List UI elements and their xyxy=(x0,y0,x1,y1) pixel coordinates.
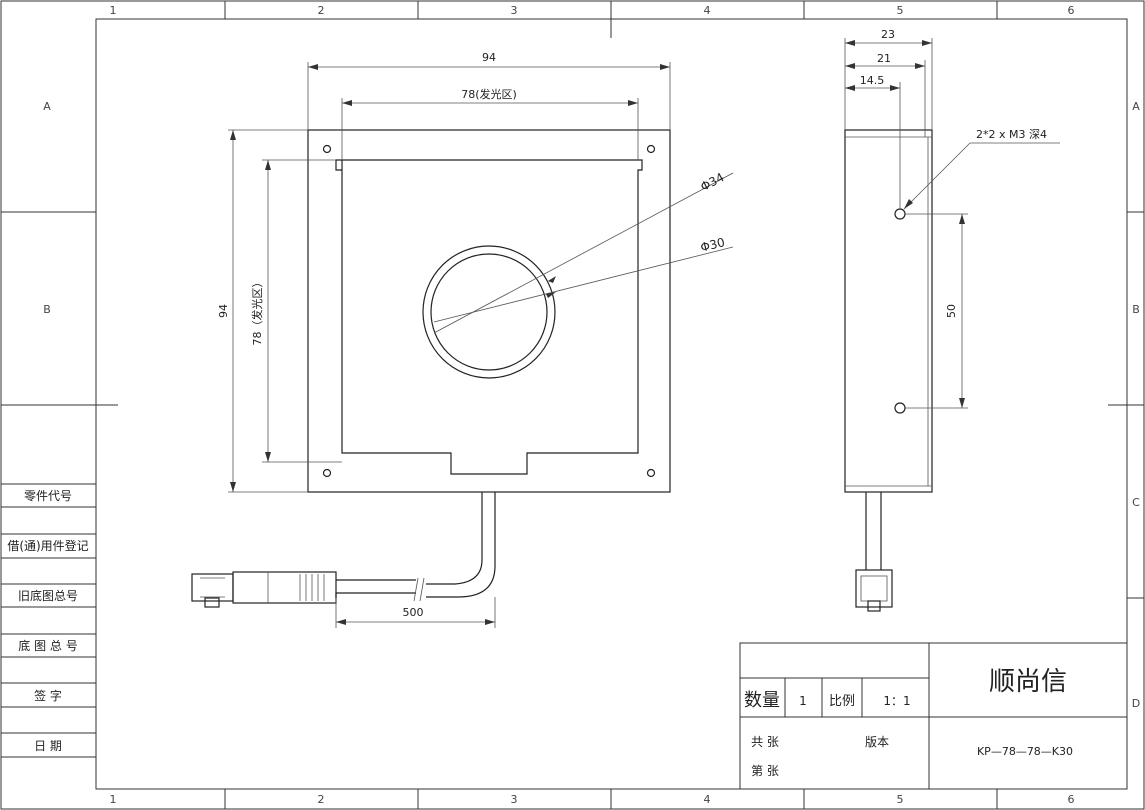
dim-front-width: 94 xyxy=(482,51,496,64)
zone-row-b-right: B xyxy=(1132,303,1140,316)
top-zone-strip: 1 2 3 4 5 6 xyxy=(110,1,1075,38)
hole-note: 2*2 x M3 深4 xyxy=(976,128,1047,141)
zone-row-a-right: A xyxy=(1132,100,1140,113)
side-view: 23 21 14.5 50 2*2 x M3 深4 xyxy=(844,28,1060,612)
front-emit-area xyxy=(335,159,643,475)
front-mount-hole-bl xyxy=(322,468,332,478)
quantity-value: 1 xyxy=(799,694,807,708)
dim-emit-width: 78(发光区) xyxy=(461,87,517,101)
zone-col-4-top: 4 xyxy=(704,4,711,17)
side-hole-top xyxy=(894,208,906,220)
side-label-old-base-number: 旧底图总号 xyxy=(18,588,78,603)
dim-hole-spacing: 50 xyxy=(945,304,958,318)
ring-outer-diameter xyxy=(422,245,556,379)
title-block: 顺尚信 数量 1 比例 1：1 共 张 版本 第 张 KP—78—78—K30 xyxy=(739,642,1128,790)
leader-inner-diameter xyxy=(433,246,734,323)
zone-col-6-bottom: 6 xyxy=(1068,793,1075,806)
zone-row-b-left: B xyxy=(43,303,51,316)
cable xyxy=(335,492,496,598)
leader-outer-diameter xyxy=(433,172,734,334)
quantity-label: 数量 xyxy=(744,690,780,711)
scale-value: 1：1 xyxy=(883,694,910,708)
cable-connector xyxy=(191,571,337,608)
side-label-base-number: 底 图 总 号 xyxy=(18,638,77,653)
zone-col-2-bottom: 2 xyxy=(318,793,325,806)
total-sheets-label: 共 张 xyxy=(751,735,779,749)
zone-row-c-right: C xyxy=(1132,496,1140,509)
dim-side-mid: 21 xyxy=(877,52,891,65)
zone-col-3-bottom: 3 xyxy=(511,793,518,806)
dim-side-total: 23 xyxy=(881,28,895,41)
label-inner-diameter: Φ30 xyxy=(699,235,726,255)
side-body xyxy=(844,129,933,493)
zone-col-3-top: 3 xyxy=(511,4,518,17)
side-hole-bottom xyxy=(894,402,906,414)
ring-inner-diameter xyxy=(430,253,548,371)
zone-row-a-left: A xyxy=(43,100,51,113)
part-number: KP—78—78—K30 xyxy=(977,745,1073,758)
version-label: 版本 xyxy=(865,735,889,749)
side-label-borrowed-register: 借(通)用件登记 xyxy=(7,538,88,553)
leader-hole-note xyxy=(903,142,971,210)
scale-label: 比例 xyxy=(829,694,855,709)
zone-col-2-top: 2 xyxy=(318,4,325,17)
zone-col-1-bottom: 1 xyxy=(110,793,117,806)
arrow-inner-diameter xyxy=(546,292,556,298)
front-outer-plate xyxy=(307,129,671,493)
zone-col-4-bottom: 4 xyxy=(704,793,711,806)
front-view: Φ34 Φ30 94 78(发光区) 94 78（发光区） xyxy=(191,51,734,628)
side-label-signature: 签 字 xyxy=(34,688,62,703)
side-record-table: 零件代号 借(通)用件登记 旧底图总号 底 图 总 号 签 字 日 期 xyxy=(1,483,96,758)
zone-col-5-bottom: 5 xyxy=(897,793,904,806)
zone-col-5-top: 5 xyxy=(897,4,904,17)
side-label-date: 日 期 xyxy=(34,739,62,753)
side-label-part-code: 零件代号 xyxy=(24,489,72,503)
dim-front-height: 94 xyxy=(217,304,230,318)
front-mount-hole-br xyxy=(646,468,656,478)
sheet-number-label: 第 张 xyxy=(751,764,779,778)
company-name: 顺尚信 xyxy=(989,667,1067,697)
dim-cable-length: 500 xyxy=(403,606,424,619)
dim-side-hole: 14.5 xyxy=(860,74,885,87)
drawing-frame xyxy=(95,18,1128,790)
left-zone-strip: A B xyxy=(1,100,118,406)
label-outer-diameter: Φ34 xyxy=(698,170,726,194)
bottom-zone-strip: 1 2 3 4 5 6 xyxy=(110,789,1075,809)
side-connector xyxy=(855,569,893,612)
zone-row-d-right: D xyxy=(1132,697,1140,710)
right-zone-strip: A B C D xyxy=(1108,100,1144,710)
dim-emit-height: 78（发光区） xyxy=(250,277,264,346)
zone-col-1-top: 1 xyxy=(110,4,117,17)
front-mount-hole-tl xyxy=(322,144,332,154)
front-mount-hole-tr xyxy=(646,144,656,154)
arrow-outer-diameter xyxy=(548,276,556,283)
zone-col-6-top: 6 xyxy=(1068,4,1075,17)
cable-break-mark xyxy=(413,577,425,602)
